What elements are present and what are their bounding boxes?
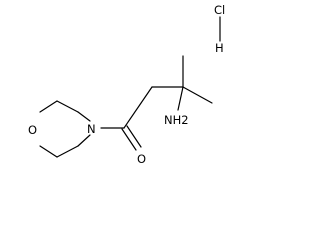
molecule-structure: Cl H O N O NH2 <box>28 3 225 166</box>
carbonyl-double-bond-a <box>121 128 137 151</box>
ring-bond-o-c-upper <box>39 100 58 113</box>
amine-bond <box>177 86 184 111</box>
carbonyl-ch2-bond <box>123 86 153 129</box>
hydrogen-label: H <box>215 41 224 55</box>
ring-bond-c-o-lower <box>39 145 58 158</box>
ring-bond-c-c-lower <box>56 145 79 158</box>
amine-label: NH2 <box>164 113 189 127</box>
ring-bond-c-n-upper <box>77 111 91 122</box>
methyl-right-bond <box>182 86 213 104</box>
ring-nitrogen-label: N <box>87 122 96 136</box>
ring-oxygen-label: O <box>28 123 37 137</box>
chlorine-label: Cl <box>214 3 225 17</box>
ring-bond-n-c-lower <box>77 134 91 147</box>
carbonyl-oxygen-label: O <box>137 152 146 166</box>
carbonyl-double-bond-b <box>126 125 142 148</box>
ring-bond-c-c-upper <box>56 100 79 113</box>
structure-canvas: Cl H O N O NH2 <box>28 3 226 166</box>
